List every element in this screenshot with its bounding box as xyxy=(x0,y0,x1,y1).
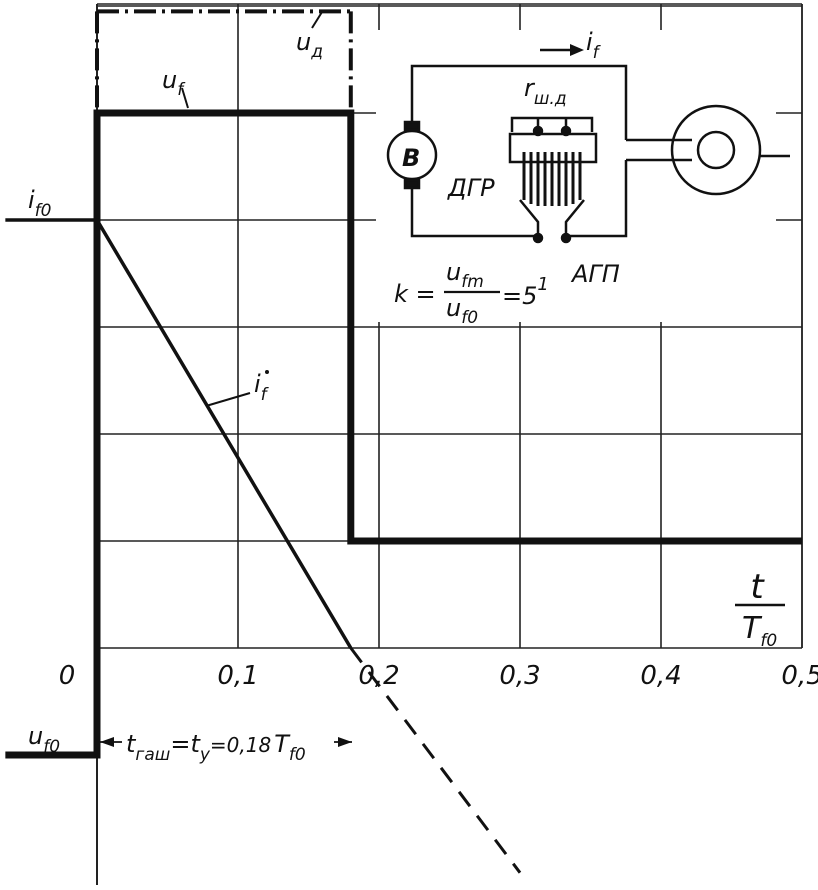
x-axis-label-numerator: t xyxy=(750,567,765,607)
resistor-label: rш.д xyxy=(524,74,567,109)
switch-contact-left xyxy=(519,199,540,236)
i-f-label-dot xyxy=(265,370,269,374)
x-tick-label: 0,4 xyxy=(640,661,681,691)
top-wire xyxy=(410,64,628,140)
series-i-f-line xyxy=(5,218,353,649)
bottom-wire-right xyxy=(566,160,628,238)
u-f-leader-line xyxy=(181,87,189,109)
inset-background xyxy=(376,30,776,322)
arrow-left-icon xyxy=(100,737,114,747)
formula-denominator: uf0 xyxy=(446,294,478,328)
series-layer xyxy=(5,9,802,874)
resistor-bracket xyxy=(510,116,594,132)
arc-chute-plates xyxy=(522,152,582,206)
extinction-time-text-backing xyxy=(122,722,334,762)
u-f-label: uf xyxy=(162,66,186,100)
x-axis-label-denominator: Tf0 xyxy=(742,611,777,651)
u-d-label: uд xyxy=(296,28,323,62)
x-axis-label: t Tf0 xyxy=(735,567,785,651)
u-d-leader-line xyxy=(311,11,323,29)
switch-node-right xyxy=(560,232,572,244)
x-tick-label: 0,1 xyxy=(217,661,258,691)
generator-brush-top xyxy=(403,120,421,132)
gain-formula: k = ufm uf0 =51 xyxy=(394,258,549,328)
alternator-outer-circle xyxy=(670,104,762,196)
formula-value: =51 xyxy=(502,274,549,310)
i-f-label: if xyxy=(254,370,270,405)
switch-contact-right xyxy=(564,199,585,236)
x-tick-labels: 0 0,1 0,2 0,3 0,4 0,5 xyxy=(59,661,818,691)
series-u-f-line xyxy=(5,109,802,759)
u-f0-label: uf0 xyxy=(28,722,60,757)
inset-schematic xyxy=(376,30,790,322)
arrow-right-icon xyxy=(338,737,352,747)
agp-label: АГП xyxy=(570,260,620,288)
alternator-inner-circle xyxy=(696,130,736,170)
generator-brush-bottom xyxy=(403,178,421,190)
formula-k: k = xyxy=(394,280,436,308)
generator-label: B xyxy=(402,144,420,172)
x-tick-label: 0,3 xyxy=(499,661,540,691)
current-label: if xyxy=(586,28,602,63)
formula-numerator: ufm xyxy=(446,258,484,292)
current-arrow-icon xyxy=(570,44,584,56)
x-tick-label: 0,2 xyxy=(358,661,399,691)
x-tick-label: 0 xyxy=(59,661,76,691)
i-f-leader-line xyxy=(205,392,251,407)
dgr-label: ДГР xyxy=(447,174,495,202)
x-tick-label: 0,5 xyxy=(781,661,818,691)
series-i-f-extrapolation-line xyxy=(349,647,522,874)
switch-node-left xyxy=(532,232,544,244)
bottom-wire-left xyxy=(410,188,538,238)
i-f0-label: if0 xyxy=(28,186,51,221)
